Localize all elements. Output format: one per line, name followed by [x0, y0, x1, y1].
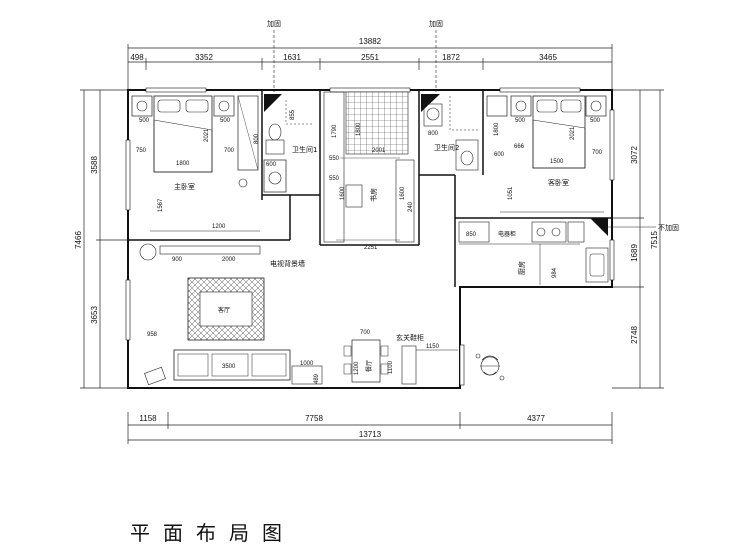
plan-title: 平面布局图 — [130, 521, 295, 545]
top-dim-1: 498 — [130, 53, 144, 62]
dim-label: 1500 — [550, 159, 564, 165]
dim-label: 1051 — [508, 186, 514, 200]
dim-label: 2021 — [570, 126, 576, 140]
dim-label: 240 — [408, 201, 414, 212]
bottom-dim-1: 1158 — [139, 414, 157, 423]
kitchen-label: 厨房 — [517, 261, 526, 275]
dim-label: 800 — [254, 133, 260, 144]
dim-label: 550 — [329, 156, 340, 162]
right-dimensions — [612, 89, 664, 389]
dining: 700 1200 1100 餐厅 1150 玄关鞋柜 — [343, 330, 458, 385]
dim-label: 489 — [314, 373, 320, 384]
dim-label: 700 — [592, 150, 603, 156]
dim-label: 500 — [220, 118, 231, 124]
living-room-label: 客厅 — [218, 306, 230, 314]
dim-label: 1200 — [212, 224, 226, 230]
bathroom-1: 855 800 600 卫生间1 — [254, 100, 317, 193]
dim-label: 2000 — [222, 257, 236, 263]
living-room: 900 2000 电视背景墙 958 3500 1000 489 客厅 — [139, 243, 323, 386]
interior-walls — [128, 90, 612, 287]
dim-label: 900 — [172, 257, 183, 263]
reinforce-label-1: 加固 — [267, 19, 281, 28]
dim-label: 984 — [552, 267, 558, 278]
dim-label: 2001 — [372, 148, 386, 154]
dim-label: 500 — [515, 118, 526, 124]
dim-label: 1800 — [176, 161, 190, 167]
dim-label: 1800 — [356, 122, 362, 136]
dim-label: 2251 — [364, 245, 378, 251]
study-label: 书房 — [369, 188, 378, 202]
right-dim-3: 2748 — [630, 326, 639, 344]
dim-label: 600 — [494, 152, 505, 158]
master-bedroom-label: 主卧室 — [174, 182, 195, 191]
dim-label: 1790 — [332, 124, 338, 138]
reinforce-markers — [264, 94, 608, 236]
bathroom-2-label: 卫生间2 — [434, 143, 459, 152]
dim-label: 2021 — [204, 128, 210, 142]
fridge-label: 电器柜 — [498, 230, 516, 238]
bathroom-2: 800 600 1800 卫生间2 — [423, 96, 505, 171]
not-reinforced-label: 不加固 — [658, 223, 679, 232]
left-total-dim: 7466 — [74, 231, 83, 249]
left-dim-2: 3653 — [90, 306, 99, 324]
dim-label: 1150 — [426, 344, 440, 350]
top-dim-4: 2551 — [361, 53, 379, 62]
right-dim-2: 1689 — [630, 244, 639, 262]
right-dim-1: 3072 — [630, 146, 639, 164]
study: 1790 1800 2001 550 550 1600 1600 240 225… — [323, 91, 415, 251]
dim-label: 700 — [224, 148, 235, 154]
top-dim-6: 3465 — [539, 53, 557, 62]
dim-label: 800 — [428, 131, 439, 137]
entry-cabinet-label: 玄关鞋柜 — [396, 333, 424, 342]
plant-icon — [475, 353, 505, 381]
right-total-dim: 7515 — [650, 231, 659, 249]
top-dim-3: 1631 — [283, 53, 301, 62]
reinforce-label-2: 加固 — [429, 19, 443, 28]
dim-label: 1200 — [354, 361, 360, 375]
dim-label: 750 — [136, 148, 147, 154]
dim-label: 1600 — [340, 186, 346, 200]
dim-label: 700 — [360, 330, 371, 336]
top-dim-2: 3352 — [195, 53, 213, 62]
dim-label: 666 — [514, 144, 525, 150]
guest-bedroom-label: 客卧室 — [548, 178, 569, 187]
dim-label: 850 — [466, 232, 477, 238]
dim-label: 500 — [139, 118, 150, 124]
tv-wall-label: 电视背景墙 — [270, 259, 305, 268]
left-dimensions — [80, 89, 128, 389]
bottom-dimensions — [127, 412, 613, 444]
windows — [125, 87, 615, 386]
dim-label: 1000 — [300, 361, 314, 367]
top-dim-5: 1872 — [442, 53, 460, 62]
dim-label: 1100 — [388, 360, 394, 374]
dim-label: 1800 — [494, 122, 500, 136]
dim-label: 855 — [290, 109, 296, 120]
dim-label: 550 — [329, 176, 340, 182]
bottom-total-dim: 13713 — [359, 430, 382, 439]
top-total-dim: 13882 — [359, 37, 382, 46]
bottom-dim-2: 7758 — [305, 414, 323, 423]
top-dimensions — [127, 44, 613, 90]
dim-label: 600 — [266, 162, 277, 168]
exterior-walls — [127, 89, 613, 389]
kitchen: 850 电器柜 984 厨房 — [458, 221, 609, 285]
bathroom-1-label: 卫生间1 — [292, 145, 317, 154]
dim-label: 1567 — [158, 198, 164, 212]
dim-label: 1600 — [400, 186, 406, 200]
bottom-dim-3: 4377 — [527, 414, 545, 423]
dim-label: 3500 — [222, 364, 236, 370]
dim-label: 500 — [590, 118, 601, 124]
guest-bedroom: 500 500 666 2021 1500 700 1051 客卧室 — [486, 95, 607, 213]
left-dim-1: 3588 — [90, 156, 99, 174]
dining-label: 餐厅 — [365, 360, 373, 372]
master-bedroom: 主卧室 500 500 1800 2021 750 700 1567 1200 — [131, 95, 260, 232]
dim-label: 958 — [147, 332, 158, 338]
